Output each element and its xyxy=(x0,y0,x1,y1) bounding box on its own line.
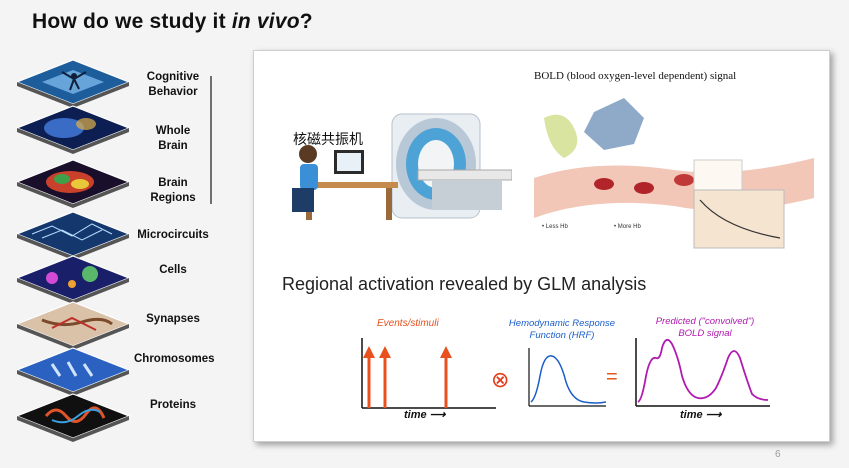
bold-signal-illustration: • Less Hb • More Hb xyxy=(534,88,814,256)
predicted-bold-plot xyxy=(632,336,772,410)
slide-title: How do we study it in vivo? xyxy=(32,10,313,34)
mri-machine-label: 核磁共振机 xyxy=(293,129,363,149)
events-label: Events/stimuli xyxy=(377,318,439,329)
equals-symbol: = xyxy=(606,366,618,389)
layer-brain-regions-image xyxy=(12,152,134,210)
label-proteins: Proteins xyxy=(134,398,212,413)
level-bracket-bar xyxy=(210,76,212,204)
time-axis-label-predicted: time ⟶ xyxy=(680,408,721,421)
predicted-bold-curve xyxy=(638,340,768,402)
hrf-curve xyxy=(531,356,606,403)
layer-proteins-image xyxy=(12,386,134,444)
level-stack xyxy=(12,52,134,452)
event-arrow xyxy=(363,346,375,408)
event-arrow xyxy=(379,346,391,408)
svg-text:• Less Hb: • Less Hb xyxy=(542,224,568,230)
svg-text:• More Hb: • More Hb xyxy=(614,224,641,230)
label-cells: Cells xyxy=(134,263,212,278)
mri-scanner-illustration xyxy=(282,92,512,228)
page-number: 6 xyxy=(775,449,781,460)
bold-signal-title: BOLD (blood oxygen-level dependent) sign… xyxy=(534,70,736,82)
event-arrow xyxy=(440,346,452,408)
time-axis-label-events: time ⟶ xyxy=(404,408,445,421)
label-microcircuits: Microcircuits xyxy=(134,228,212,243)
label-synapses: Synapses xyxy=(134,312,212,327)
glm-heading: Regional activation revealed by GLM anal… xyxy=(282,274,646,295)
label-chromosomes: Chromosomes xyxy=(134,352,212,367)
layer-whole-brain-image xyxy=(12,98,134,156)
hrf-plot xyxy=(526,346,608,408)
convolution-symbol: ⊗ xyxy=(491,367,509,393)
events-plot xyxy=(358,336,498,410)
